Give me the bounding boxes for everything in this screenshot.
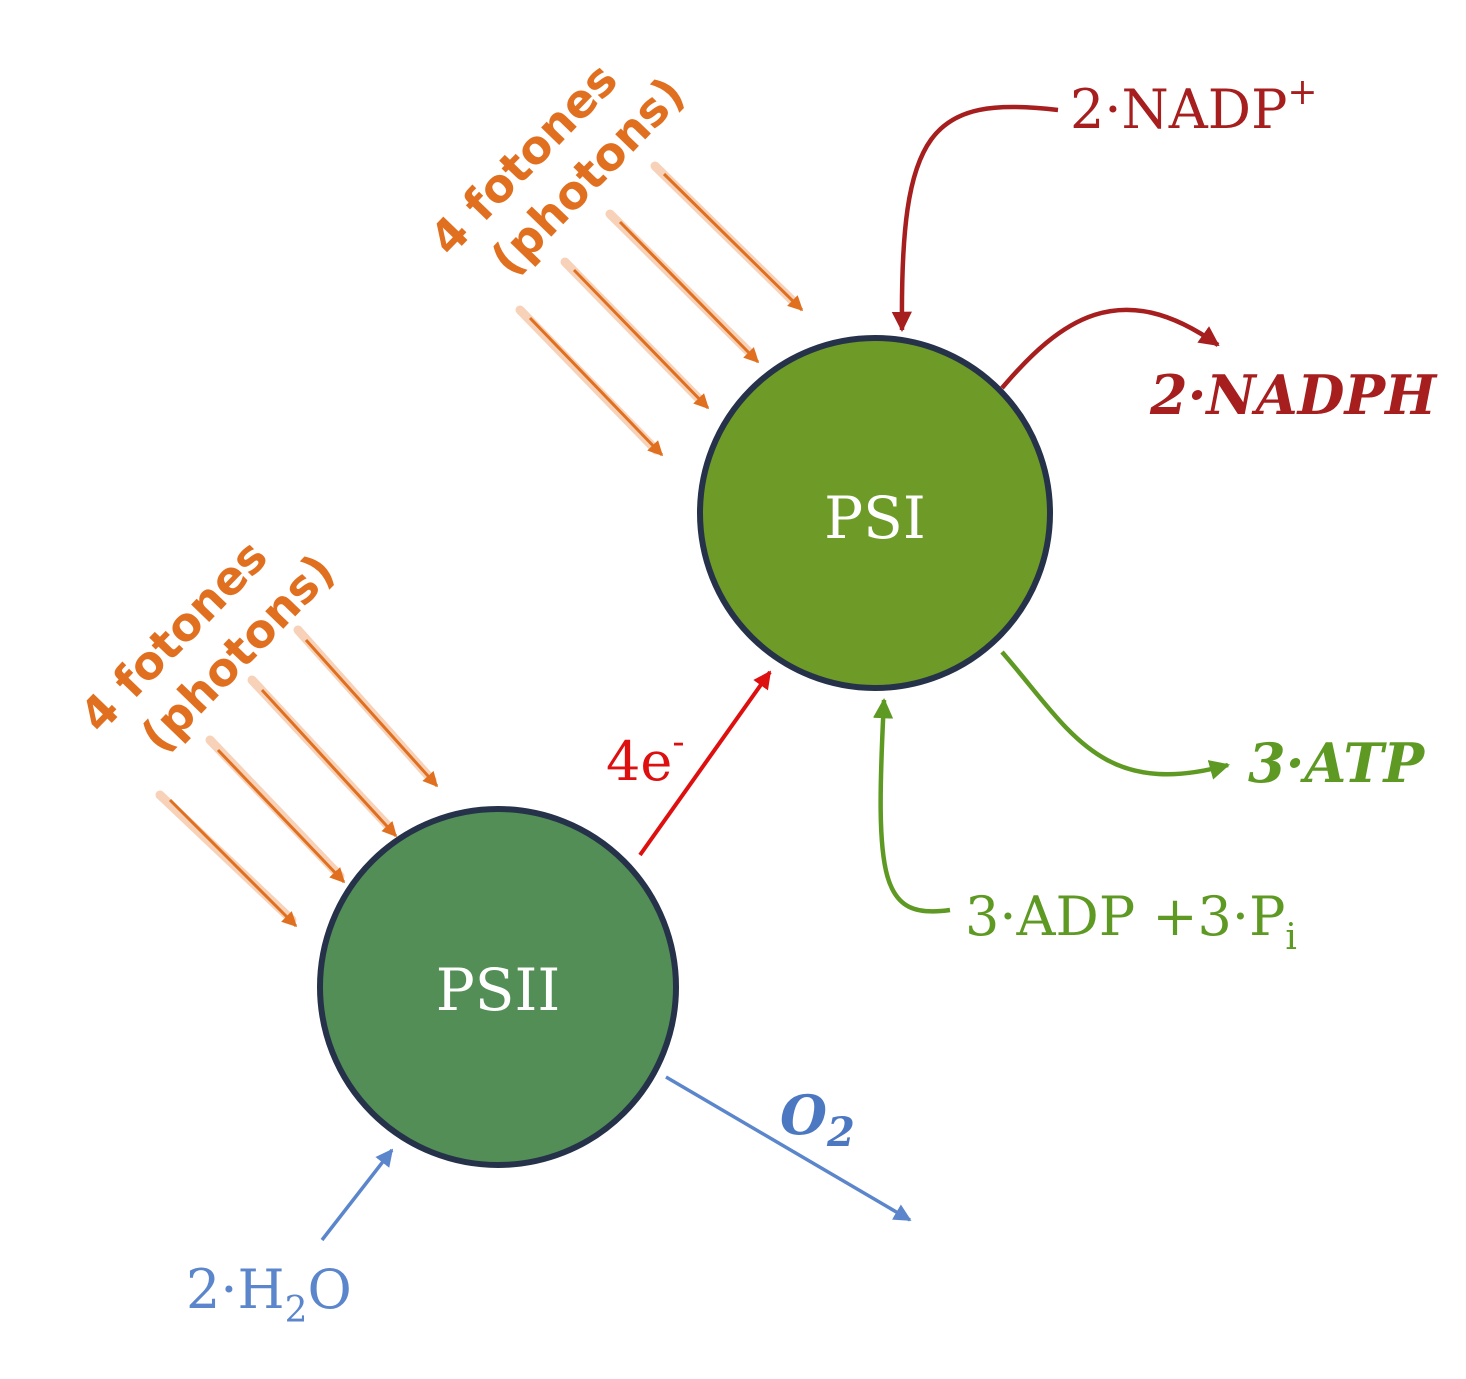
oxygen-label: O2 xyxy=(780,1083,855,1156)
adp-in-arrow xyxy=(872,697,951,914)
oxygen-out-arrow xyxy=(665,1075,912,1222)
electron-arrow xyxy=(638,670,772,857)
water-in-arrow xyxy=(320,1148,394,1242)
photon-arrow xyxy=(618,220,760,364)
nadp-in-arrow xyxy=(891,104,1059,333)
psi-label: PSI xyxy=(824,484,926,552)
atp-out-arrow xyxy=(1000,650,1230,780)
oxygen-label-base: O xyxy=(780,1083,827,1147)
water-label-sub: 2 xyxy=(285,1290,308,1331)
water-label-suffix: O xyxy=(308,1258,352,1321)
photon-arrow xyxy=(304,638,439,788)
water-label: 2·H2O xyxy=(186,1258,352,1331)
photon-arrow xyxy=(168,798,298,928)
nadph-out-arrow xyxy=(1000,307,1220,390)
electron-label-sup: - xyxy=(672,722,684,763)
photon-arrow xyxy=(662,172,804,312)
electron-label-base: 4e xyxy=(606,730,672,793)
psi-node: PSI xyxy=(697,335,1053,691)
adp-label-sub: i xyxy=(1285,917,1297,958)
electron-label: 4e- xyxy=(606,722,685,793)
nadp-label: 2·NADP+ xyxy=(1070,72,1318,141)
photon-arrow xyxy=(216,748,346,884)
atp-label: 3·ATP xyxy=(1248,731,1426,795)
oxygen-label-sub: 2 xyxy=(826,1109,855,1156)
photon-arrow xyxy=(528,316,664,457)
psii-label: PSII xyxy=(436,956,561,1024)
photon-arrows-psii xyxy=(155,625,439,928)
photon-arrows-psi xyxy=(515,161,804,457)
nadp-label-sup: + xyxy=(1287,72,1317,113)
adp-label-base: 3·ADP +3·P xyxy=(965,885,1285,948)
photon-arrow xyxy=(572,268,710,410)
adp-label: 3·ADP +3·Pi xyxy=(965,885,1297,958)
nadp-label-base: 2·NADP xyxy=(1070,78,1287,141)
water-label-prefix: 2·H xyxy=(186,1258,285,1321)
psii-node: PSII xyxy=(317,806,679,1168)
photon-arrow xyxy=(260,688,398,838)
nadph-label: 2·NADPH xyxy=(1149,363,1438,427)
